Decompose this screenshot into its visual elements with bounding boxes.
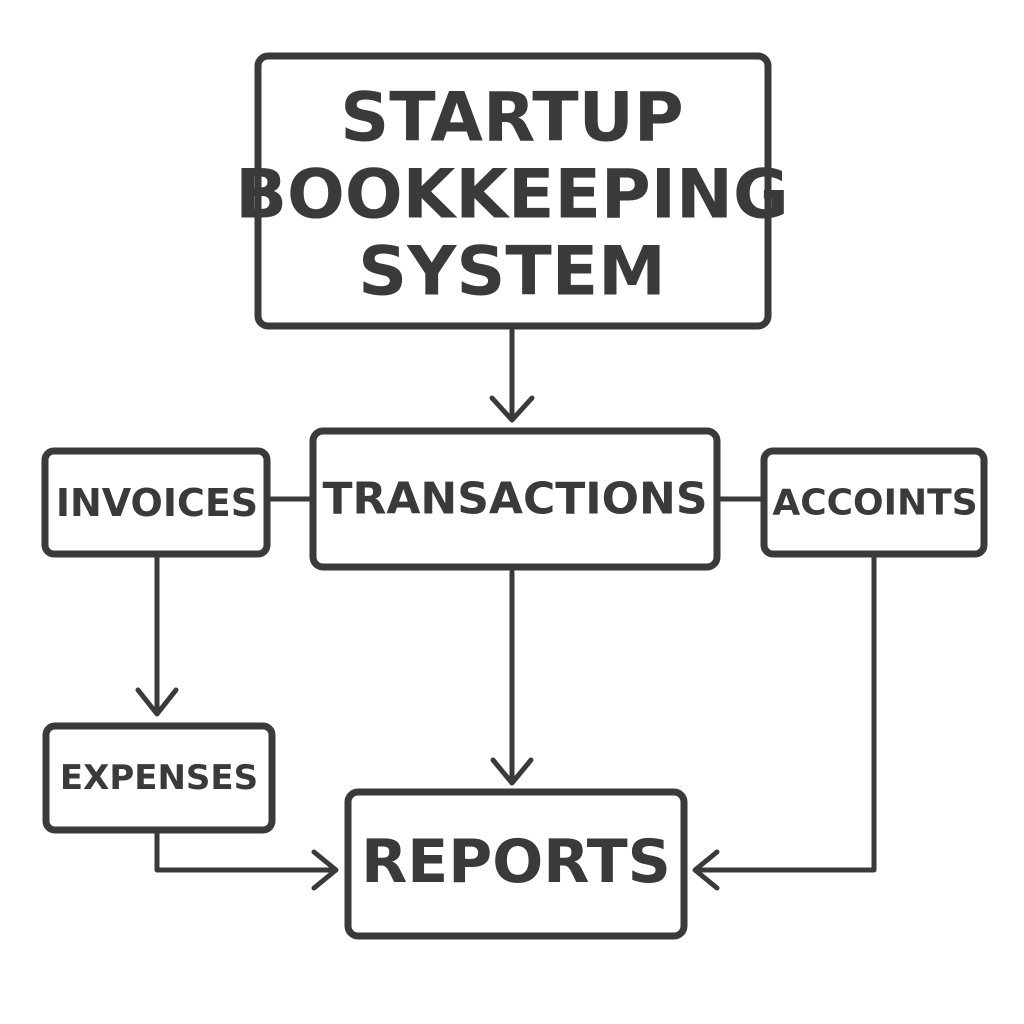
reports-label: REPORTS xyxy=(361,827,671,897)
transactions-label: TRANSACTIONS xyxy=(322,474,707,525)
reports-box xyxy=(344,788,688,940)
arrowhead-into-reports-right xyxy=(692,849,720,891)
reports-node: REPORTS xyxy=(344,788,688,940)
expenses-box xyxy=(42,722,276,834)
transactions-node: TRANSACTIONS xyxy=(309,427,721,571)
invoices-box xyxy=(41,447,271,558)
title-line-2: BOOKKEEPING xyxy=(235,156,789,235)
transactions-box xyxy=(309,427,721,571)
accounts-box xyxy=(760,447,988,558)
arrowhead-into-reports-left xyxy=(311,849,339,891)
accounts-node: ACCOINTS xyxy=(760,447,988,558)
arrowhead-into-reports-top xyxy=(490,757,534,786)
title-line-3: SYSTEM xyxy=(358,233,666,312)
title-node: STARTUP BOOKKEEPING SYSTEM xyxy=(235,52,789,330)
invoices-node: INVOICES xyxy=(41,447,271,558)
edge-accounts-to-reports xyxy=(694,554,877,873)
arrowhead-into-transactions xyxy=(489,395,535,423)
accounts-label: ACCOINTS xyxy=(772,483,977,524)
arrowhead-into-expenses xyxy=(135,687,179,717)
edge-expenses-to-reports xyxy=(154,831,337,873)
expenses-label: EXPENSES xyxy=(60,758,258,798)
title-box xyxy=(254,52,772,330)
title-line-1: STARTUP xyxy=(340,79,683,158)
invoices-label: INVOICES xyxy=(56,481,258,525)
expenses-node: EXPENSES xyxy=(42,722,276,834)
edges xyxy=(135,327,877,891)
